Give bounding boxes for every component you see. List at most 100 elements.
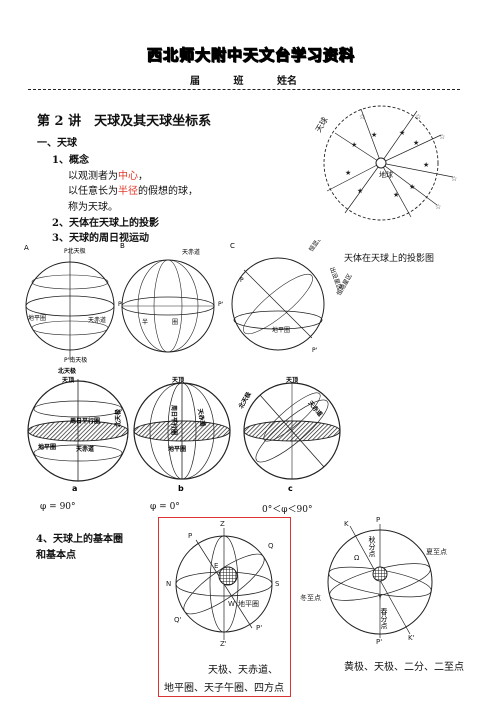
- label-zenith-a: 天顶: [62, 376, 74, 384]
- projection-caption: 天体在天球上的投影图: [344, 254, 435, 264]
- svg-text:★: ★: [351, 141, 357, 149]
- sphere-a: [25, 248, 115, 360]
- label-horizon-lower-a: 地平圈: [38, 443, 56, 451]
- label-P-ecl: P: [376, 516, 380, 524]
- ecliptic-caption: 黄极、天极、二分、二至点: [344, 662, 464, 673]
- label-autumn-equinox: 秋分点: [368, 535, 376, 558]
- label-equator-a: 天赤道: [88, 316, 106, 324]
- label-b: B: [120, 242, 125, 250]
- svg-text:☆: ☆: [435, 203, 441, 211]
- label-Q: Q: [268, 542, 274, 550]
- sphere-c: [231, 257, 325, 351]
- student-info-line: 届 班 姓名: [190, 72, 327, 87]
- label-north-pole-b: 北天极: [114, 408, 122, 427]
- label-horizon-c: 地平圈: [272, 326, 290, 334]
- projection-figure: ★★★ ★★★ ★★★ ☆☆☆ ☆☆ 天球 地球: [313, 105, 457, 221]
- diurnal-spheres-bottom: 北天极 天顶 周日平行圈 地平圈 天赤道 a 天顶 北天极 周日平行圈 天赤道 …: [27, 367, 341, 493]
- label-K2: K': [408, 634, 415, 642]
- basic-caption-1: 天极、天赤道、: [208, 665, 278, 676]
- label-circle: 圈: [172, 319, 178, 326]
- item-basic-points: 和基本点: [36, 550, 76, 561]
- label-north-pole-a: 北天极: [58, 367, 77, 375]
- label-p2-c: P': [312, 347, 318, 354]
- label-spring-equinox: 春分点: [380, 607, 388, 630]
- label-P2-ecl: P': [376, 638, 382, 646]
- item-diurnal-motion: 3、天球的周日视运动: [52, 233, 149, 244]
- item-basic-circles: 4、天球上的基本圈: [36, 534, 123, 545]
- header-divider: [28, 89, 460, 90]
- label-horizon-b: 地平圈: [168, 445, 186, 453]
- basic-circles-box: [158, 517, 291, 697]
- label-p-b: P: [118, 301, 122, 308]
- svg-text:★: ★: [423, 161, 429, 169]
- svg-text:★: ★: [345, 169, 351, 177]
- label-horizon-a: 地平圈: [28, 314, 46, 322]
- label-zenith-c: 天顶: [286, 376, 298, 384]
- highlight-radius: 半径: [118, 186, 138, 197]
- label-parallel-b: 周日平行圈: [170, 405, 178, 435]
- basic-caption-2: 地平圈、天子午圈、四方点: [164, 683, 284, 694]
- sphere-lower-c: [243, 382, 341, 480]
- label-zenith-b: 天顶: [172, 376, 184, 384]
- label-W: W: [228, 600, 235, 608]
- svg-text:★: ★: [413, 139, 419, 147]
- svg-text:☆: ☆: [439, 133, 445, 141]
- phi-c: 0°＜φ＜90°: [262, 505, 313, 515]
- label-Q2: Q': [174, 616, 182, 624]
- sphere-lower-a: [27, 379, 129, 482]
- page-title: 西北师大附中天文台学习资料: [146, 46, 355, 65]
- label-parallel-a: 周日平行圈: [70, 417, 100, 425]
- label-P2: P': [256, 624, 262, 632]
- label-horizon-basic: 地平圈: [238, 599, 259, 608]
- lesson-title: 第 2 讲 天球及其天球坐标系: [37, 114, 212, 129]
- label-a: A: [24, 244, 29, 252]
- label-winter-solstice: 冬至点: [300, 593, 321, 602]
- label-omega: Ω: [354, 554, 360, 562]
- definition-line-3: 称为天球。: [68, 202, 118, 213]
- label-equator-lower-a: 天赤道: [76, 445, 94, 453]
- grade-label: 届: [190, 76, 200, 87]
- phi-a: φ = 90°: [40, 502, 76, 512]
- label-half: 半: [142, 318, 148, 326]
- label-p2-b: P': [218, 301, 224, 308]
- label-north-pole: P北天极: [64, 247, 86, 255]
- label-equator-b-lower: 天赤道: [196, 408, 207, 427]
- svg-text:☆: ☆: [451, 175, 457, 183]
- label-earth: 地球: [379, 170, 393, 179]
- label-equator-b: 天赤道: [182, 248, 200, 256]
- name-label: 姓名: [276, 76, 297, 87]
- label-Z: Z: [220, 520, 225, 528]
- label-summer-solstice: 夏至点: [426, 548, 447, 556]
- highlight-center: 中心: [118, 171, 138, 182]
- label-lower-a: a: [72, 484, 77, 493]
- label-Z2: Z': [220, 640, 227, 648]
- label-lower-b: b: [178, 484, 184, 493]
- sphere-lower-b: [133, 382, 231, 480]
- label-N: N: [166, 580, 171, 588]
- definition-line-2: 以任意长为半径的假想的球，: [68, 186, 198, 197]
- label-c: C: [230, 242, 235, 250]
- item-projection: 2、天体在天球上的投影: [52, 218, 159, 229]
- label-south-pole: P'南天极: [64, 356, 87, 364]
- label-sphere: 天球: [313, 115, 330, 134]
- label-K: K: [344, 520, 349, 528]
- label-p-c: P: [240, 277, 244, 284]
- definition-line-1: 以观测者为中心，: [68, 171, 148, 182]
- svg-text:☆: ☆: [415, 113, 421, 121]
- section-heading-1: 一、天球: [37, 138, 77, 149]
- item-concept: 1、概念: [52, 155, 89, 166]
- ecliptic-figure: K P K' P' Ω γ 夏至点 冬至点 秋分点 春分点: [300, 516, 447, 646]
- svg-text:★: ★: [371, 131, 377, 139]
- label-P: P: [188, 532, 192, 540]
- label-lower-c: c: [288, 484, 293, 493]
- svg-text:☆: ☆: [359, 113, 365, 121]
- svg-text:★: ★: [357, 187, 363, 195]
- label-gamma: γ: [378, 592, 382, 600]
- label-E: E: [214, 562, 218, 570]
- label-S: S: [275, 580, 280, 588]
- class-label: 班: [233, 76, 244, 87]
- phi-b: φ = 0°: [150, 502, 180, 512]
- diurnal-spheres-top: A P北天极 P'南天极 地平圈 天赤道 B 天赤道 P P' 半 圈 C P …: [24, 240, 352, 364]
- svg-text:★: ★: [409, 183, 415, 191]
- svg-text:★: ★: [393, 191, 399, 199]
